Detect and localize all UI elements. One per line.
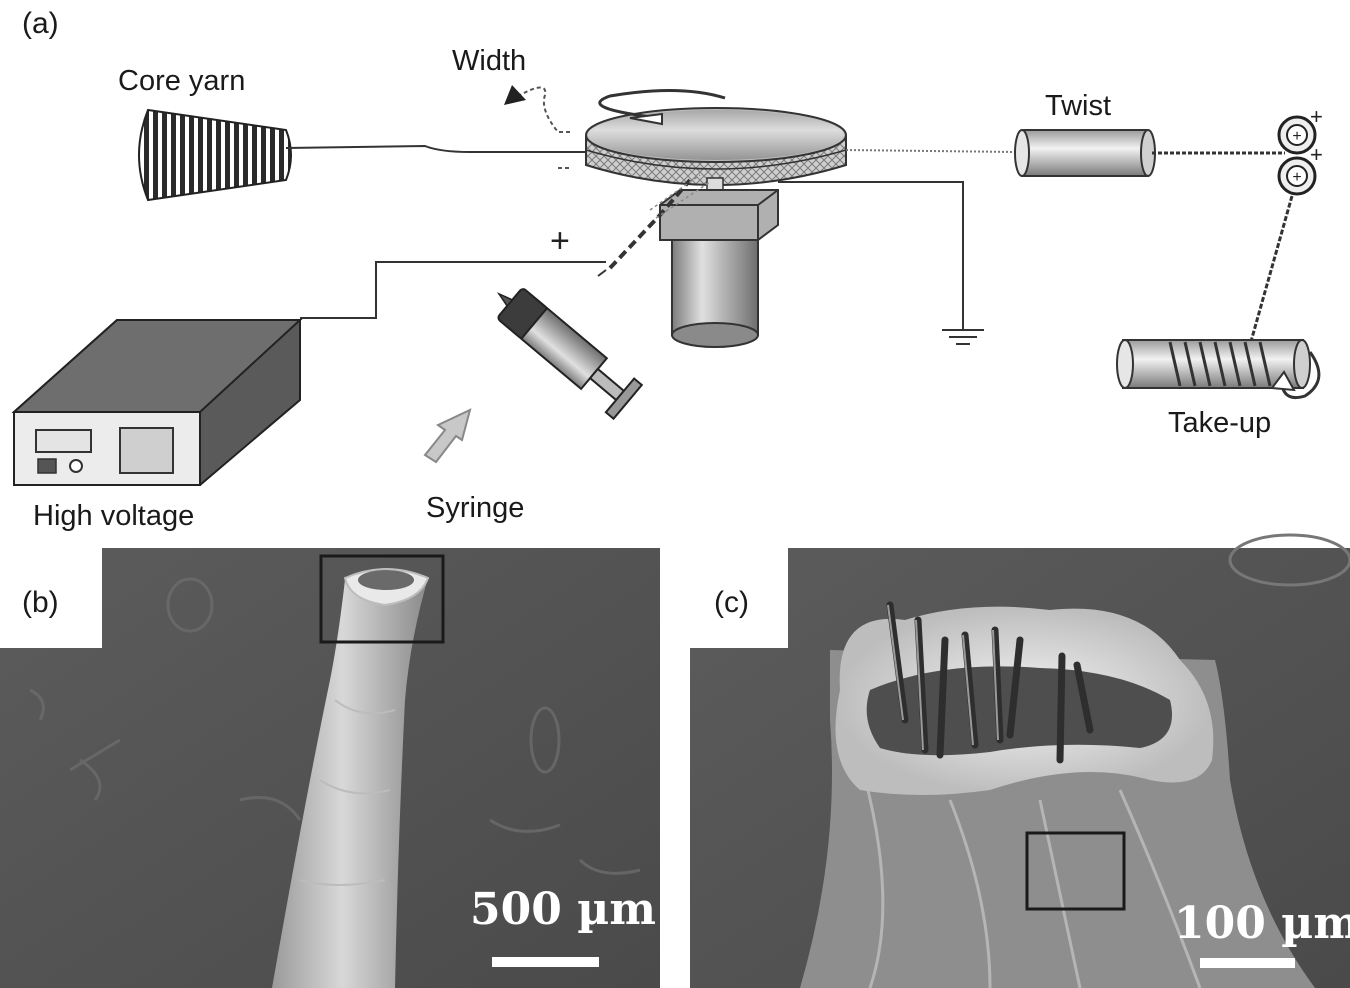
positive-terminal-sign: + xyxy=(550,222,570,260)
motor xyxy=(659,177,779,348)
rotation-arrow-icon xyxy=(598,88,726,120)
syringe-label: Syringe xyxy=(426,492,524,524)
zoom-box-b xyxy=(319,554,445,644)
width-arrow-icon xyxy=(504,85,526,105)
yarn-line-to-twist xyxy=(845,149,1016,153)
panel-b-sem: (b) 500 µm xyxy=(0,548,660,988)
panel-a-schematic: (a) Core yarn Width xyxy=(11,7,1323,532)
core-yarn-line xyxy=(285,144,590,153)
panel-a-tag: (a) xyxy=(22,7,59,40)
twist-unit xyxy=(1014,129,1156,177)
ground-connection xyxy=(778,181,984,345)
scale-bar-c xyxy=(1200,958,1295,968)
takeup-rotation-arrow-icon xyxy=(1280,351,1321,400)
ground-icon xyxy=(942,329,984,345)
svg-text:+: + xyxy=(1292,169,1301,186)
scale-bar-b-label: 500 µm xyxy=(470,884,656,935)
high-voltage-label: High voltage xyxy=(33,500,194,532)
zoom-box-c xyxy=(1025,831,1126,911)
core-yarn-bobbin xyxy=(138,108,292,202)
yarn-to-takeup xyxy=(1248,195,1294,346)
width-indicator xyxy=(504,85,570,169)
core-yarn-label: Core yarn xyxy=(118,65,245,97)
svg-text:+: + xyxy=(1292,128,1301,145)
spinning-jet xyxy=(608,178,692,270)
scale-bar-c-label: 100 µm xyxy=(1174,898,1350,949)
panel-b-tag: (b) xyxy=(22,586,59,619)
panel-c-tag: (c) xyxy=(714,586,749,619)
take-up-roller xyxy=(1116,339,1321,400)
yarn-fiber-b xyxy=(272,578,428,988)
syringe xyxy=(423,269,644,464)
high-voltage-wire xyxy=(300,261,606,319)
roller-plus-top: + xyxy=(1310,104,1323,129)
roller-plus-bottom: + xyxy=(1310,142,1323,167)
scale-bar-b xyxy=(492,957,599,967)
width-label: Width xyxy=(452,45,526,77)
twist-label: Twist xyxy=(1045,90,1111,122)
high-voltage-supply xyxy=(11,319,303,486)
take-up-label: Take-up xyxy=(1168,407,1271,439)
disc-collector xyxy=(585,88,847,186)
nip-rollers: + + + + xyxy=(1277,104,1323,196)
panel-c-sem: (c) 100 µm xyxy=(690,533,1350,988)
push-arrow-icon xyxy=(423,408,472,464)
